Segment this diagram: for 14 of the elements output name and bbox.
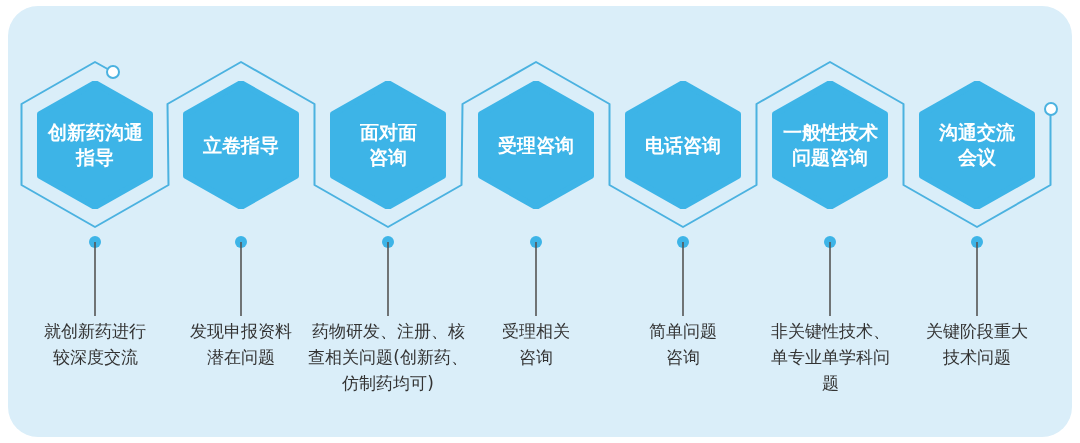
hexagon-box: 立卷指导 (183, 81, 299, 209)
description-text: 关键阶段重大技术问题 (924, 318, 1030, 370)
hexagon-box: 受理咨询 (478, 81, 594, 209)
description-text: 药物研发、注册、核查相关问题(创新药、仿制药均可) (307, 318, 469, 396)
hexagon-box: 面对面咨询 (330, 81, 446, 209)
description-text: 发现申报资料潜在问题 (188, 318, 294, 370)
description-text: 非关键性技术、单专业单学科问题 (769, 318, 891, 396)
description-text: 就创新药进行较深度交流 (42, 318, 148, 370)
hexagon-box: 沟通交流会议 (919, 81, 1035, 209)
hexagon-box: 创新药沟通指导 (37, 81, 153, 209)
hexagon-box: 电话咨询 (625, 81, 741, 209)
description-text: 受理相关咨询 (500, 318, 572, 370)
hexagon-box: 一般性技术问题咨询 (772, 81, 888, 209)
description-text: 简单问题咨询 (647, 318, 719, 370)
